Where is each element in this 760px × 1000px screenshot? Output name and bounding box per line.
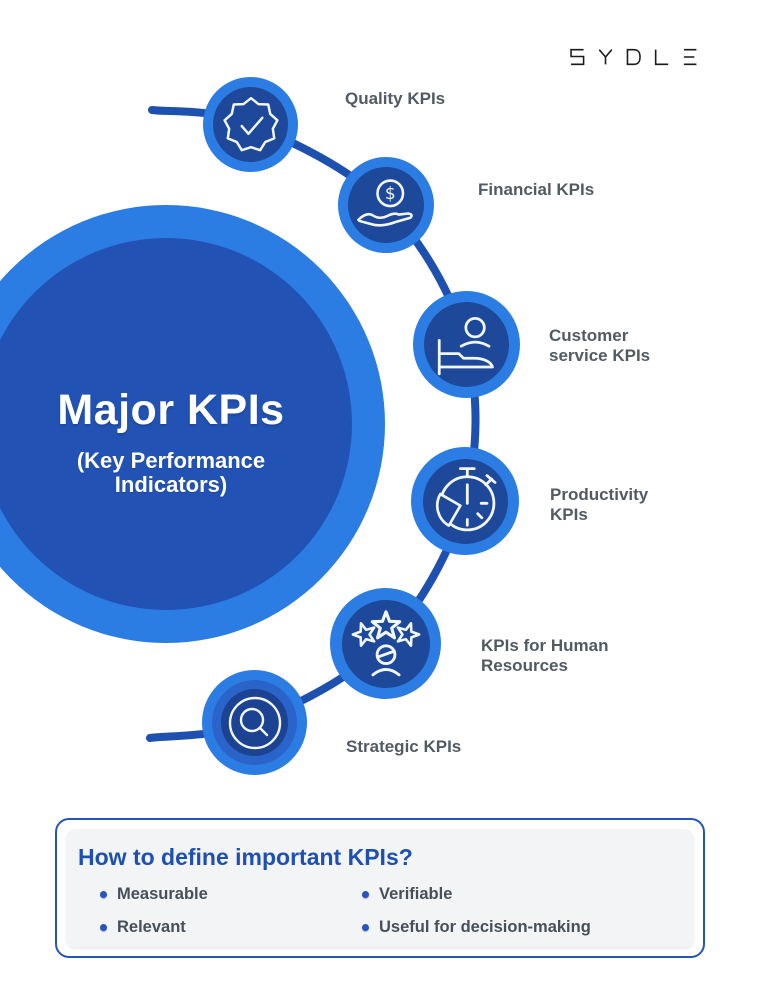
list-item: Measurable	[100, 885, 362, 904]
list-item: Useful for decision-making	[362, 918, 678, 937]
definition-box-title: How to define important KPIs?	[78, 844, 413, 870]
label-financial-kpis: Financial KPIs	[478, 180, 595, 199]
page-subtitle: (Key Performance Indicators)	[0, 449, 342, 497]
magnifier-icon	[228, 696, 281, 749]
subtitle-line-1: (Key Performance	[76, 448, 266, 473]
kpi-node-customer-service	[413, 291, 520, 398]
subtitle-line-2: Indicators)	[114, 472, 228, 497]
sydle-logo: SYDLE	[570, 48, 710, 71]
label-quality-kpis: Quality KPIs	[345, 89, 446, 108]
sydle-logo-glyphs	[570, 48, 697, 66]
list-item: Verifiable	[362, 885, 678, 904]
svg-text:$: $	[385, 184, 396, 204]
label-human-resources-kpis: KPIs for Human Resources	[481, 636, 609, 675]
customer-service-icon	[437, 316, 494, 375]
stopwatch-icon	[435, 467, 497, 532]
kpi-node-strategic	[202, 670, 307, 775]
hero-circle	[0, 205, 385, 643]
label-strategic-kpis: Strategic KPIs	[346, 737, 462, 756]
label-customer-service-kpis: Customer service KPIs	[549, 326, 651, 365]
hero-label: Major KPIs (Key Performance Indicators)	[0, 386, 342, 497]
label-productivity-kpis: Productivity KPIs	[550, 485, 649, 524]
kpi-node-productivity	[411, 447, 519, 555]
bullet-dot-icon	[362, 891, 369, 898]
list-item: Relevant	[100, 918, 362, 937]
kpi-node-human-resources	[330, 588, 441, 699]
bullet-dot-icon	[100, 924, 107, 931]
kpi-node-quality	[203, 77, 298, 172]
definition-box: How to define important KPIs? Measurable…	[55, 818, 705, 958]
page-title: Major KPIs	[57, 386, 285, 434]
badge-check-icon	[222, 96, 279, 151]
definition-list: Measurable Verifiable Relevant Useful fo…	[100, 885, 678, 937]
bullet-dot-icon	[100, 891, 107, 898]
hero-circle-inner	[0, 238, 352, 610]
hand-dollar-icon: $	[357, 179, 413, 227]
bullet-dot-icon	[362, 924, 369, 931]
kpi-node-financial: $	[338, 157, 434, 253]
definition-box-inner: How to define important KPIs? Measurable…	[66, 829, 694, 947]
person-stars-icon	[348, 609, 423, 676]
